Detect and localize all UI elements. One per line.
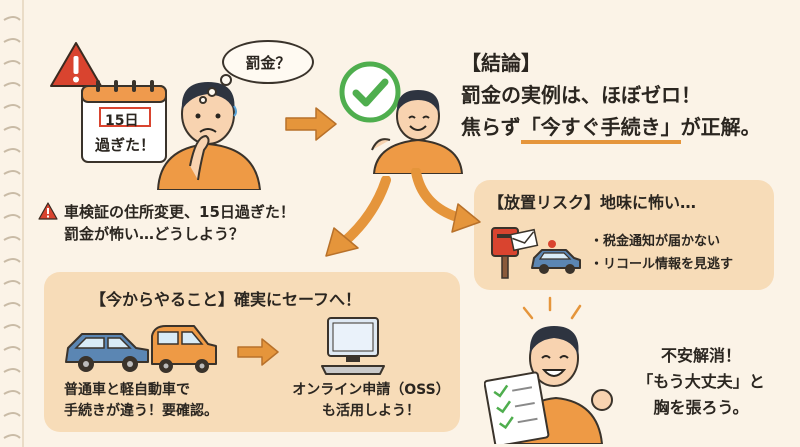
computer-icon <box>321 317 385 375</box>
conclusion-heading: 【結論】 <box>461 51 541 75</box>
conclusion-block: 【結論】 罰金の実例は、ほぼゼロ！ 焦らず「今すぐ手続き」が正解。 <box>461 47 791 144</box>
warning-line-2: 罰金が怖い…どうしよう？ <box>64 225 245 243</box>
calendar-passed-text: 過ぎた！ <box>95 136 156 154</box>
calendar-date-text: 15日 <box>105 113 139 129</box>
warning-icon <box>50 42 102 87</box>
conclusion-line-2: 焦らず「今すぐ手続き」が正解。 <box>461 111 791 144</box>
thought-bubble: 罰金？ <box>222 40 314 84</box>
relieved-person-illustration <box>484 296 613 444</box>
conclusion-line-2-post: が正解。 <box>680 115 761 139</box>
mailbox-icon <box>491 227 539 279</box>
worried-person-illustration <box>156 82 262 190</box>
regular-car-icon <box>65 333 149 372</box>
relief-line-3: 胸を張ろう。 <box>653 398 749 417</box>
kei-car-icon <box>151 325 217 373</box>
warning-text: 車検証の住所変更、15日過ぎた！ 罰金が怖い…どうしよう？ <box>64 201 344 245</box>
car-caption: 普通車と軽自動車で 手続きが違う！要確認。 <box>64 380 254 422</box>
oss-caption: オンライン申請（OSS） も活用しよう！ <box>276 380 466 422</box>
calendar-icon <box>81 80 167 163</box>
risk-item-tax: ・税金通知が届かない <box>590 234 721 249</box>
warning-small-icon <box>38 202 58 220</box>
check-icon <box>339 61 401 123</box>
action-title: 【今からやること】確実にセーフへ！ <box>90 290 362 309</box>
car-icon <box>531 240 581 274</box>
conclusion-line-1: 罰金の実例は、ほぼゼロ！ <box>461 83 701 107</box>
arrow-right-icon <box>285 107 337 141</box>
page-edge <box>22 0 24 447</box>
risk-item-recall: ・リコール情報を見逃す <box>590 257 734 272</box>
thought-text: 罰金？ <box>245 53 291 72</box>
relief-line-2: 「もう大丈夫」と <box>637 372 765 391</box>
arrow-right-small-icon <box>237 338 279 366</box>
car-caption-line-2: 手続きが違う！要確認。 <box>64 403 218 419</box>
arrow-down-right-icon <box>411 168 481 233</box>
oss-caption-line-1: オンライン申請（OSS） <box>292 382 450 398</box>
conclusion-highlight: 「今すぐ手続き」 <box>520 114 681 144</box>
oss-caption-line-2: も活用しよう！ <box>322 403 420 419</box>
risk-title: 【放置リスク】地味に怖い… <box>488 193 697 212</box>
thought-bubble-dots <box>199 74 232 104</box>
smiling-person-illustration <box>371 90 464 174</box>
car-caption-line-1: 普通車と軽自動車で <box>64 382 190 398</box>
risk-list: ・税金通知が届かない ・リコール情報を見逃す <box>590 230 733 276</box>
relief-line-1: 不安解消！ <box>660 346 741 365</box>
notebook-spiral <box>3 16 21 439</box>
warning-line-1: 車検証の住所変更、15日過ぎた！ <box>64 203 295 221</box>
relief-text: 不安解消！ 「もう大丈夫」と 胸を張ろう。 <box>626 343 776 421</box>
arrow-down-left-icon <box>325 176 391 257</box>
conclusion-line-2-pre: 焦らず <box>461 115 521 139</box>
